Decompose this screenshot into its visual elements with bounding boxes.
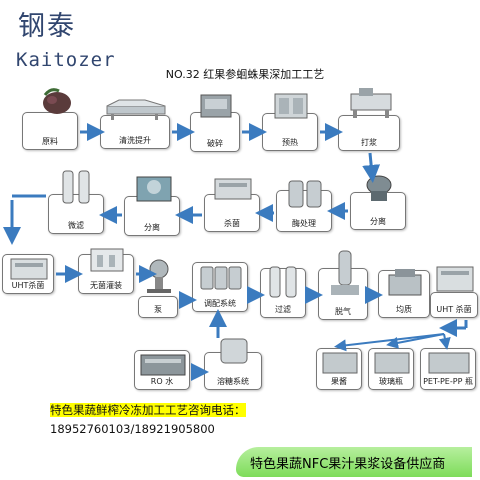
deaerator-icon: [331, 250, 359, 295]
bottle-line-icon: [374, 352, 410, 374]
step-label: UHT杀菌: [11, 281, 45, 290]
step-label: 均质: [396, 305, 412, 314]
step-raw-material: 原料: [22, 88, 78, 150]
step-label: 打浆: [361, 138, 377, 147]
step-blending-system: 调配系统: [192, 262, 248, 312]
brand-logo-chinese: 钢泰: [18, 11, 76, 42]
step-label: 过滤: [275, 305, 291, 314]
step-label: RO 水: [150, 377, 174, 386]
step-sugar-dissolving: 溶糖系统: [204, 338, 262, 390]
sugar-tank-icon: [220, 338, 248, 364]
contact-line: 特色果蔬鲜榨冷冻加工工艺咨询电话： 18952760103/18921905800: [50, 401, 410, 436]
contact-phones: 18952760103/18921905800: [50, 422, 215, 436]
step-label: 原料: [42, 137, 58, 146]
step-label: UHT 杀菌: [436, 305, 472, 314]
uht-icon: [10, 258, 48, 280]
flow-arrow: [362, 152, 381, 183]
uht-icon: [436, 266, 474, 292]
flow-arrow: [386, 333, 445, 349]
step-deaeration: 脱气: [318, 250, 368, 320]
filler-icon: [90, 248, 124, 272]
step-label: 清洗提升: [119, 136, 151, 145]
step-pet-bottle: PET-PE-PP 瓶: [420, 348, 476, 390]
step-label: 分离: [144, 223, 160, 232]
step-uht-sterilize-1: UHT杀菌: [2, 254, 54, 294]
step-label: 泵: [154, 305, 162, 314]
fruit-icon: [43, 88, 71, 114]
jam-filler-icon: [322, 352, 358, 374]
step-separation-1: 分离: [124, 176, 180, 236]
preheater-icon: [274, 93, 308, 119]
step-enzyme: 酶处理: [276, 180, 332, 232]
step-filter: 过滤: [260, 266, 306, 318]
step-uht-sterilize-2: UHT 杀菌: [430, 266, 478, 318]
step-label: 无菌灌装: [90, 281, 122, 290]
step-label: 果酱: [331, 377, 347, 386]
filter-housing-icon: [62, 170, 90, 204]
crusher-icon: [200, 94, 232, 118]
step-label: 预热: [282, 138, 298, 147]
step-label: 玻璃瓶: [379, 377, 403, 386]
step-ro-water: RO 水: [134, 350, 190, 390]
step-aseptic-filling: 无菌灌装: [78, 248, 134, 294]
pulper-icon: [350, 88, 392, 118]
step-label: 溶糖系统: [217, 377, 249, 386]
mixing-tank-icon: [200, 266, 242, 290]
step-label: 调配系统: [204, 299, 236, 308]
step-separation-2: 分离: [350, 175, 406, 230]
step-pulping: 打浆: [338, 88, 400, 151]
ro-system-icon: [140, 354, 186, 376]
step-label: 分离: [370, 217, 386, 226]
step-label: PET-PE-PP 瓶: [423, 377, 473, 386]
banner-text: 特色果蔬NFC果汁果浆设备供应商: [250, 457, 446, 472]
centrifuge-icon: [136, 176, 172, 202]
flow-arrow: [334, 333, 445, 352]
brand-logo-english: Kaitozer: [16, 49, 116, 71]
sterilizer-icon: [214, 178, 252, 200]
step-sterilize-1: 杀菌: [204, 178, 260, 232]
washer-machine-icon: [106, 99, 166, 120]
diagram-title: NO.32 红果参蛔蛛果深加工工艺: [165, 68, 325, 81]
supplier-banner: 特色果蔬NFC果汁果浆设备供应商: [236, 447, 472, 477]
step-label: 酶处理: [292, 219, 316, 228]
step-wash-lift: 清洗提升: [100, 99, 170, 149]
homogenizer-icon: [388, 269, 422, 296]
filter-icon: [269, 266, 297, 298]
step-label: 微滤: [68, 221, 84, 230]
step-preheat: 预热: [262, 93, 318, 151]
pet-line-icon: [428, 352, 470, 374]
tank-icon: [288, 180, 322, 208]
step-label: 破碎: [207, 139, 223, 148]
step-glass-bottle: 玻璃瓶: [368, 348, 414, 390]
contact-label: 特色果蔬鲜榨冷冻加工工艺咨询电话：: [50, 403, 246, 417]
step-label: 脱气: [335, 307, 351, 316]
step-label: 杀菌: [224, 219, 240, 228]
step-homogenize: 均质: [378, 269, 430, 318]
flow-arrow: [438, 333, 451, 350]
